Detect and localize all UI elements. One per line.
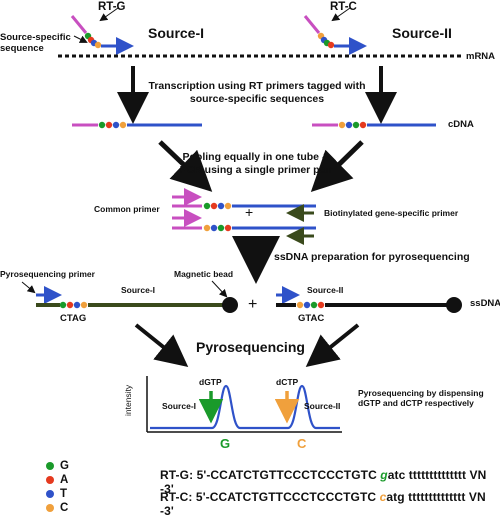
rt-c-tag-base: c [379, 490, 387, 504]
pyrogram [146, 376, 342, 433]
pyro-source-ii-label: Source-II [304, 401, 341, 411]
ssdna-source-ii [276, 286, 462, 313]
mrna-label: mRNA [466, 51, 496, 62]
arrow-pyro-right [305, 323, 360, 368]
peak-g-label: G [220, 436, 231, 451]
pyrogram-trace [150, 384, 340, 430]
source-i-title: Source-I [148, 25, 205, 41]
arrow-pool-left [158, 140, 213, 192]
rt-c-primer [303, 15, 367, 55]
arrow-pool-right [310, 140, 364, 192]
bead-pointer [211, 280, 228, 298]
cdna-left [72, 121, 202, 129]
cdna-label: cDNA [448, 119, 474, 130]
pcr-template-2 [172, 209, 316, 232]
ctag-label: CTAG [60, 313, 87, 324]
step3-text: ssDNA preparation for pyrosequencing [274, 251, 470, 263]
ssdna-plus: + [248, 296, 258, 313]
pyro-note: Pyrosequencing by dispensing dGTP and dC… [358, 388, 484, 409]
biotin-primer-label: Biotinylated gene-specific primer [324, 208, 459, 218]
pcr-template-1 [172, 188, 316, 210]
rt-g-pointer [99, 7, 119, 22]
peak-c-label: C [297, 436, 307, 451]
pyro-primer-pointer [21, 281, 36, 294]
rt-c-label: RT-C [330, 1, 357, 13]
dctp-label: dCTP [276, 377, 299, 387]
magnetic-bead-label: Magnetic bead [174, 269, 234, 279]
source-specific-label: Source-specific sequence [0, 32, 71, 54]
cdna-right [312, 121, 436, 129]
rt-g-sequence: RT-G: 5'-CCATCTGTTCCCTCCCTGTC gatc ttttt… [160, 468, 487, 496]
rt-c-pointer [331, 7, 351, 22]
intensity-label: intensity [123, 384, 133, 416]
step1-text: Transcription using RT primers tagged wi… [148, 80, 366, 105]
ssdna-source-ii-label: Source-II [307, 285, 344, 295]
dgtp-label: dGTP [199, 377, 222, 387]
legend-dot-icon [46, 504, 54, 512]
rt-g-label: RT-G [98, 1, 126, 13]
legend-dot-icon [46, 490, 54, 498]
pyrosequencing-title: Pyrosequencing [196, 339, 305, 355]
legend-dot-icon [46, 476, 54, 484]
rt-g-tag-base: g [380, 468, 388, 482]
common-primer-label: Common primer [94, 204, 160, 214]
pyro-source-i-label: Source-I [162, 401, 197, 411]
ssdna-source-i [36, 286, 238, 313]
gtac-label: GTAC [298, 313, 325, 324]
source-ii-title: Source-II [392, 25, 452, 41]
ssdna-label: ssDNA [470, 298, 500, 309]
pcr-plus: + [245, 204, 254, 220]
legend-dot-icon [46, 462, 54, 470]
source-specific-pointer [73, 35, 88, 43]
pyro-primer-label: Pyrosequencing primer [0, 269, 95, 279]
rt-c-sequence: RT-C: 5'-CCATCTGTTCCCTCCCTGTC catg ttttt… [160, 490, 486, 518]
rt-g-primer [70, 15, 134, 55]
arrow-pyro-left [134, 323, 189, 368]
ssdna-source-i-label: Source-I [121, 285, 156, 295]
step2-text: Pooling equally in one tube & PCR using … [179, 151, 333, 176]
